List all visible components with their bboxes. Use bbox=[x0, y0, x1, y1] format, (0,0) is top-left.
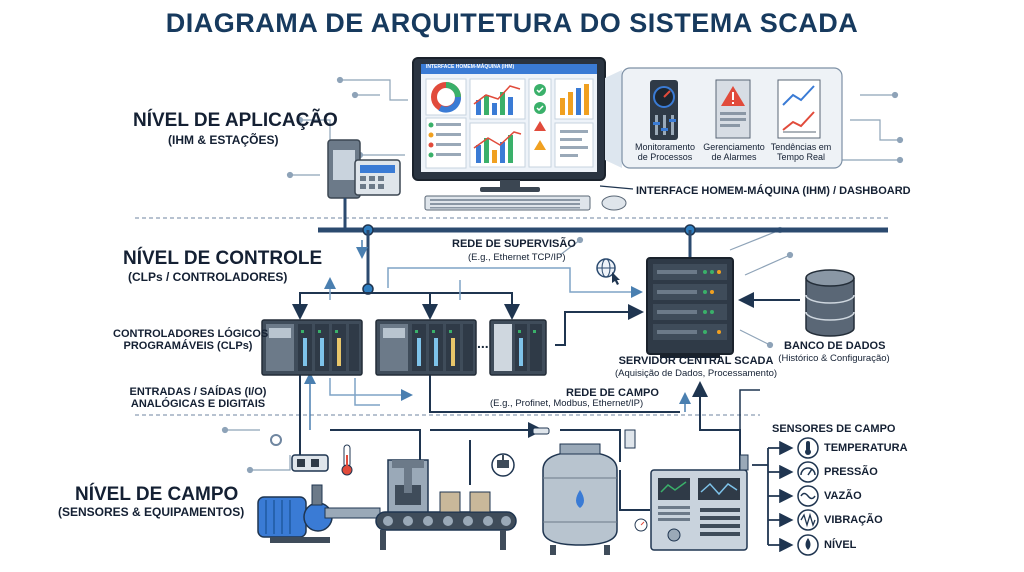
sensors-title: SENSORES DE CAMPO bbox=[772, 423, 896, 435]
thermometer-icon bbox=[797, 437, 819, 459]
globe-icon bbox=[596, 258, 620, 285]
field-network-detail: (E.g., Profinet, Modbus, Ethernet/IP) bbox=[490, 398, 644, 409]
thermometer-small-icon bbox=[341, 444, 353, 476]
sensor-temperature-label: TEMPERATURA bbox=[824, 442, 908, 454]
level-field-title: NÍVEL DE CAMPO bbox=[75, 484, 239, 505]
flow-icon bbox=[797, 485, 819, 507]
plc-ellipsis: ... bbox=[477, 335, 489, 351]
gear-icon bbox=[270, 434, 282, 446]
vibration-icon bbox=[797, 509, 819, 531]
mouse bbox=[601, 195, 627, 211]
sensor-flow-label: VAZÃO bbox=[824, 490, 862, 502]
circuit-decoration bbox=[221, 76, 904, 474]
valve-icon bbox=[491, 453, 515, 477]
alarm-icon bbox=[715, 79, 751, 139]
operator-terminal bbox=[327, 139, 401, 230]
sensor-probe bbox=[532, 427, 636, 449]
level-application-subtitle: (IHM & ESTAÇÕES) bbox=[168, 133, 279, 147]
database-title: BANCO DE DADOS bbox=[784, 340, 886, 352]
page-title: DIAGRAMA DE ARQUITETURA DO SISTEMA SCADA bbox=[165, 8, 859, 38]
plc-2 bbox=[375, 319, 477, 376]
supervision-network-detail: (E.g., Ethernet TCP/IP) bbox=[468, 252, 566, 263]
sensor-level-label: NÍVEL bbox=[824, 539, 857, 551]
press-machine bbox=[387, 459, 429, 516]
hmi-screen-header: INTERFACE HOMEM-MÁQUINA (IHM) bbox=[426, 64, 515, 70]
pressure-icon bbox=[797, 461, 819, 483]
level-icon bbox=[797, 534, 819, 556]
level-application-title: NÍVEL DE APLICAÇÃO bbox=[133, 110, 338, 131]
hmi-caption: INTERFACE HOMEM-MÁQUINA (IHM) / DASHBOAR… bbox=[636, 185, 911, 197]
supervision-network-title: REDE DE SUPERVISÃO bbox=[452, 238, 576, 250]
database-icon bbox=[805, 269, 855, 337]
control-cabinet bbox=[650, 454, 749, 551]
server-title: SERVIDOR CENTRAL SCADA bbox=[618, 355, 774, 367]
scada-server bbox=[646, 257, 734, 358]
server-subtitle: (Aquisição de Dados, Processamento) bbox=[614, 368, 778, 379]
level-control-subtitle: (CLPs / CONTROLADORES) bbox=[128, 270, 288, 284]
pump-motor bbox=[257, 484, 381, 543]
trend-chart-icon bbox=[777, 79, 821, 139]
sensor-vibration-label: VIBRAÇÃO bbox=[824, 514, 883, 526]
level-control-title: NÍVEL DE CONTROLE bbox=[123, 248, 323, 269]
sensor-pressure-label: PRESSÃO bbox=[824, 466, 878, 478]
hmi-monitor bbox=[412, 57, 606, 192]
io-label: ENTRADAS / SAÍDAS (I/O)ANALÓGICAS E DIGI… bbox=[129, 386, 267, 410]
database-subtitle: (Histórico & Configuração) bbox=[778, 353, 890, 364]
plc-3 bbox=[489, 319, 547, 376]
flow-transmitter bbox=[291, 454, 329, 472]
conveyor-belt bbox=[375, 491, 517, 550]
level-field-subtitle: (SENSORES & EQUIPAMENTOS) bbox=[58, 505, 245, 519]
field-network-title: REDE DE CAMPO bbox=[566, 387, 659, 399]
keyboard bbox=[424, 195, 591, 211]
pressure-gauge-small bbox=[634, 518, 648, 532]
gauge-icon bbox=[650, 80, 678, 140]
plc-1 bbox=[261, 319, 363, 376]
storage-tank bbox=[542, 443, 618, 555]
